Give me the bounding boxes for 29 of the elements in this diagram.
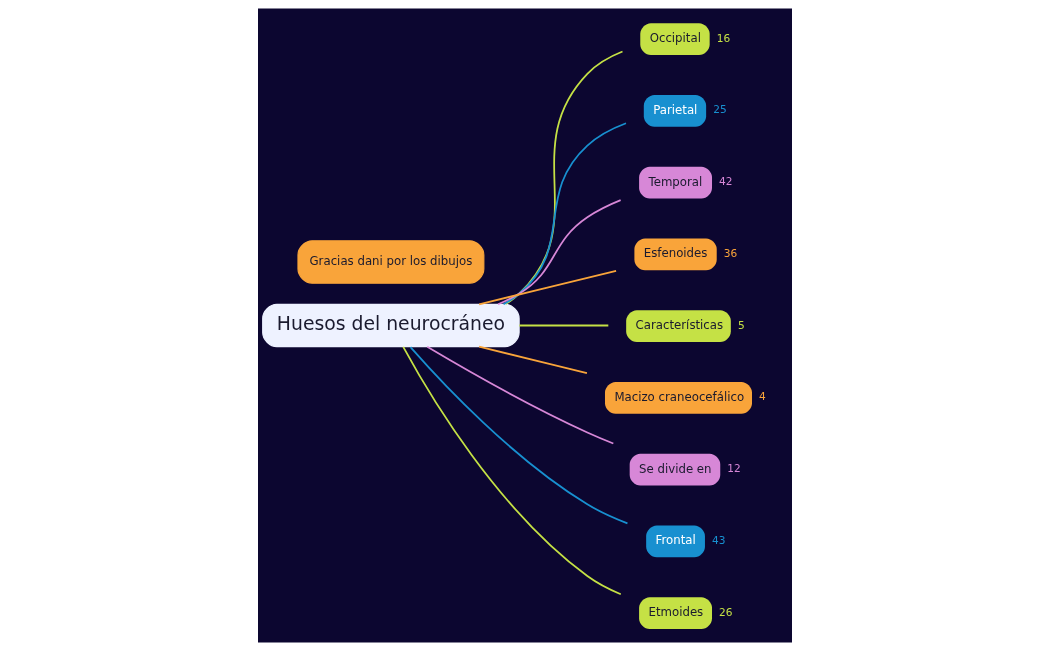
- node-box: Frontal: [646, 525, 705, 558]
- node-box: Macizo craneocefálico: [605, 381, 752, 414]
- connector: [504, 50, 624, 305]
- node-box: Temporal: [639, 166, 712, 199]
- connector: [502, 122, 627, 306]
- connector: [426, 345, 615, 445]
- node-box: Características: [626, 310, 731, 342]
- node-label: 16: [716, 31, 731, 44]
- connector: [518, 324, 610, 327]
- connector: [409, 346, 629, 525]
- node-box: Occipital: [640, 23, 710, 55]
- connector: [402, 346, 622, 596]
- node-box: Esfenoides: [634, 238, 717, 271]
- connector: [478, 269, 617, 306]
- node-label: 12: [727, 462, 741, 475]
- node-label: 5: [737, 318, 745, 331]
- node-label: 43: [712, 533, 726, 546]
- node-box: Parietal: [643, 94, 707, 127]
- node-label: 26: [719, 605, 733, 618]
- node-box: Etmoides: [639, 597, 712, 629]
- node-box: Gracias dani por los dibujos: [297, 240, 485, 284]
- connector: [497, 199, 622, 306]
- node-label: 42: [719, 175, 733, 188]
- connector: [478, 345, 588, 374]
- node-label: 25: [713, 103, 727, 116]
- node-label: 36: [723, 246, 738, 259]
- node-label: 4: [759, 390, 766, 403]
- node-box: Huesos del neurocráneo: [262, 303, 520, 348]
- node-box: Se divide en: [629, 453, 721, 486]
